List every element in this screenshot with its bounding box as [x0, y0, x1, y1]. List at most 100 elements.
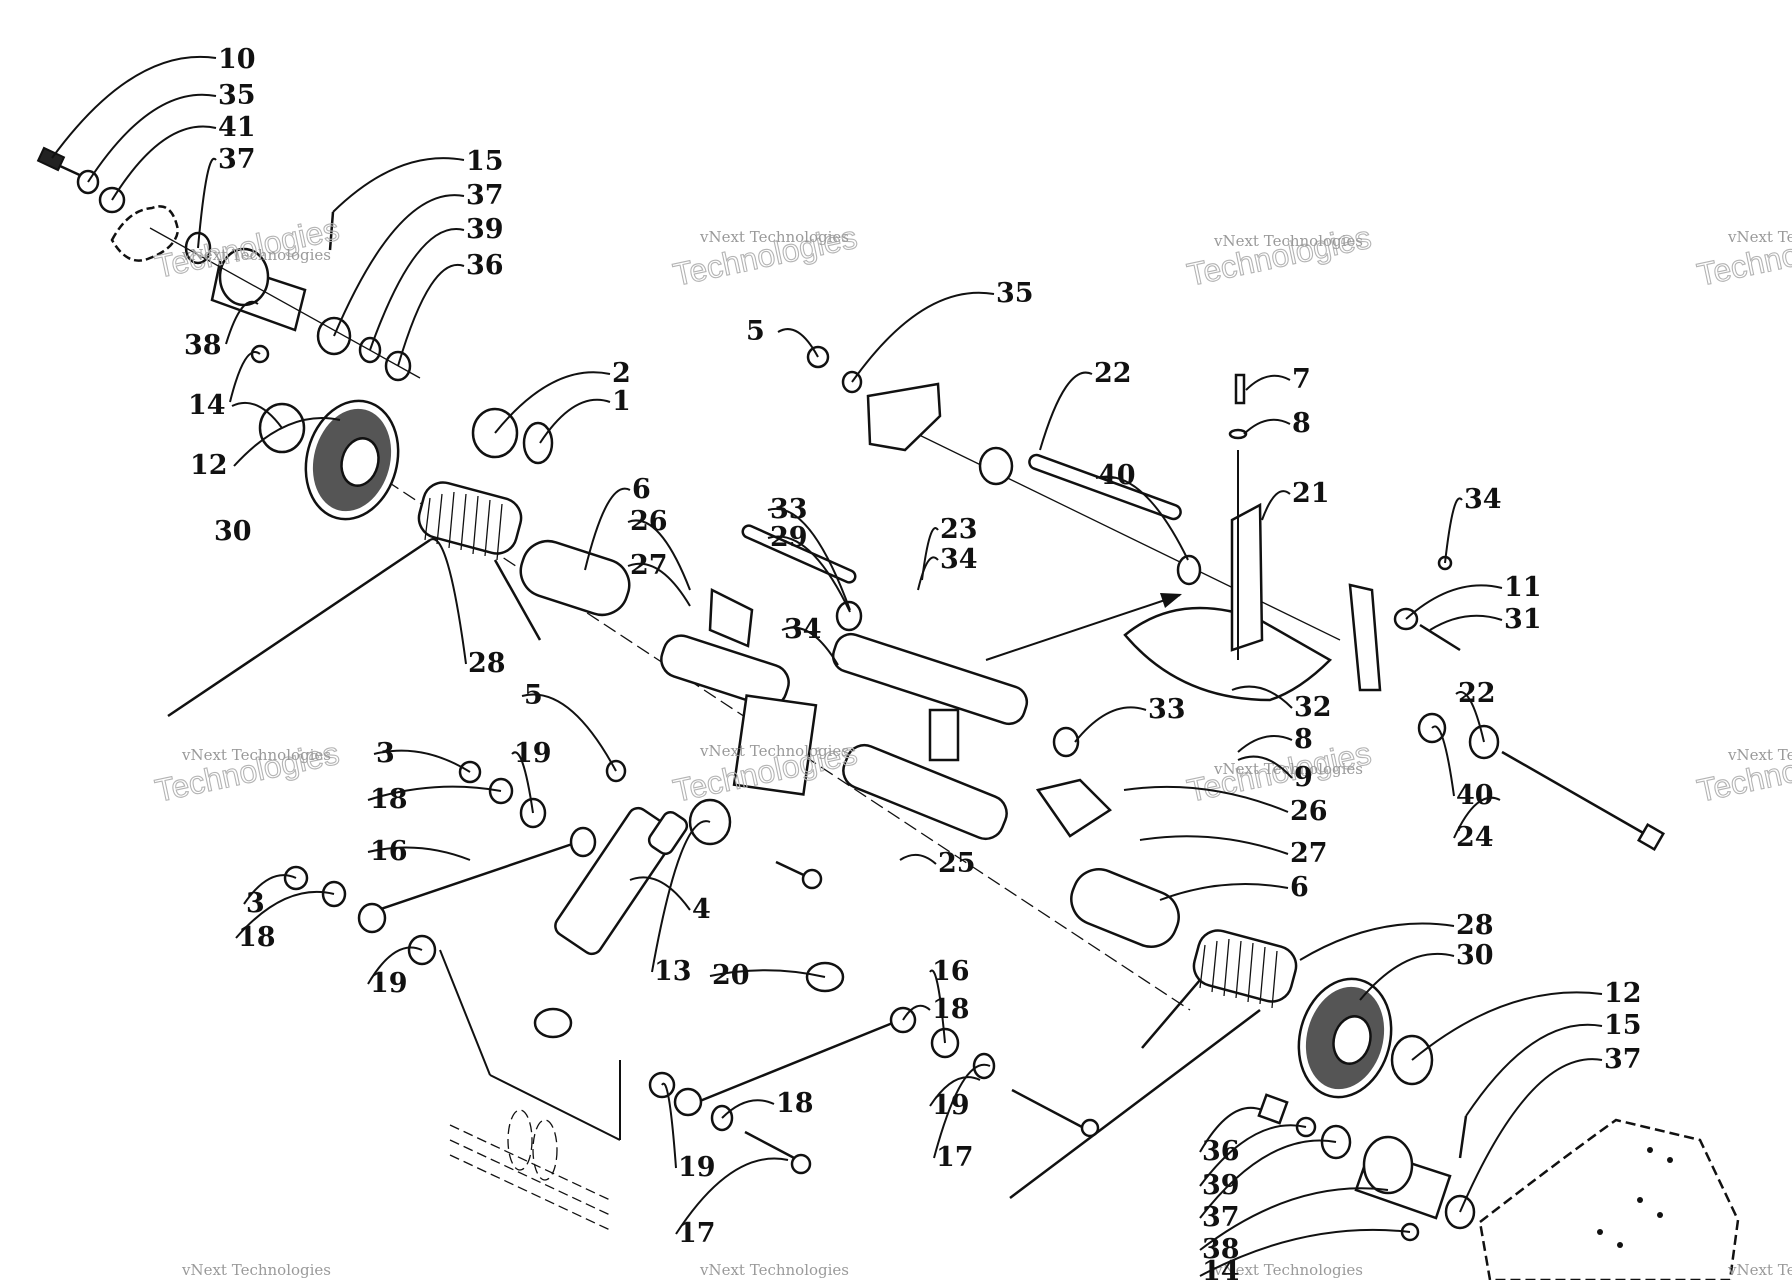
- leader-line: [494, 371, 611, 434]
- callout-label: 34: [940, 544, 978, 575]
- callout-label: 40: [1456, 780, 1494, 811]
- callout-label: 2: [612, 358, 631, 389]
- callout-label: 23: [940, 514, 978, 545]
- leader-line: [1199, 1187, 1389, 1251]
- leader-line: [1199, 1124, 1307, 1187]
- leader-line: [1074, 706, 1147, 743]
- watermark-text: vNext Technologies: [1727, 228, 1792, 246]
- callout-label: 9: [1294, 762, 1313, 793]
- watermark-text: vNext Technologies: [181, 246, 331, 264]
- leader-line: [1431, 725, 1455, 797]
- callout-label: 16: [370, 836, 408, 867]
- leader-line: [777, 328, 819, 358]
- leader-line: [1199, 1228, 1411, 1277]
- leader-line: [332, 157, 465, 213]
- callout-label: 28: [468, 648, 506, 679]
- callout-label: 16: [932, 956, 970, 987]
- watermark-text: vNext Technologies: [699, 228, 849, 246]
- leader-line: [51, 55, 217, 159]
- callout-label: 34: [1464, 484, 1502, 515]
- leader-line: [367, 846, 471, 861]
- callout-label: 12: [190, 450, 228, 481]
- watermark-text: vNext Technologies: [699, 742, 849, 760]
- leader-line: [197, 157, 217, 249]
- callout-label: 38: [184, 330, 222, 361]
- leader-line: [1465, 1023, 1603, 1117]
- leader-line: [539, 398, 611, 444]
- leader-line: [917, 556, 939, 591]
- watermark-text: vNext Technologies: [181, 746, 331, 764]
- callout-label: 26: [630, 506, 668, 537]
- callout-label: 7: [1292, 364, 1311, 395]
- leader-line: [225, 300, 259, 345]
- leader-line: [851, 291, 995, 383]
- leader-line: [933, 1063, 991, 1159]
- right-idler-wheel: [1297, 977, 1434, 1099]
- leader-line: [1453, 796, 1501, 839]
- callout-label: 18: [238, 922, 276, 953]
- watermark-text: vNext Technologies: [699, 1261, 849, 1279]
- callout-label: 22: [1094, 358, 1132, 389]
- leader-line: [899, 853, 937, 865]
- callout-label: 35: [218, 80, 256, 111]
- callout-label: 30: [1456, 940, 1494, 971]
- leader-line: [1039, 371, 1093, 451]
- callout-label: 38: [1202, 1234, 1240, 1265]
- leader-line: [231, 401, 283, 429]
- callout-label: 31: [1504, 604, 1542, 635]
- callout-label: 3: [246, 888, 265, 919]
- callout-label: 39: [1202, 1170, 1240, 1201]
- leader-line: [1139, 835, 1289, 855]
- frame-fragment: [449, 1109, 611, 1231]
- callout-label: 5: [746, 316, 765, 347]
- leader-line: [1299, 922, 1455, 961]
- leader-line: [1405, 584, 1503, 620]
- callout-label: 5: [524, 680, 543, 711]
- leader-line: [397, 263, 465, 367]
- callout-label: 3: [376, 738, 395, 769]
- left-torsion-spring: [417, 481, 542, 641]
- leader-line: [1231, 685, 1293, 709]
- callout-label: 4: [692, 894, 711, 925]
- leader-line: [1243, 418, 1291, 435]
- callout-label: 18: [370, 784, 408, 815]
- lower-left-links: [283, 759, 823, 1141]
- leader-line: [584, 487, 631, 571]
- leader-line: [1359, 952, 1455, 1001]
- callout-label: 12: [1604, 978, 1642, 1009]
- leader-line: [367, 785, 502, 801]
- leader-line: [243, 874, 297, 905]
- callout-label: 22: [1458, 678, 1496, 709]
- callout-label: 28: [1456, 910, 1494, 941]
- callout-label: 1: [612, 386, 631, 417]
- callout-label: 40: [1098, 460, 1136, 491]
- leader-lines: [51, 55, 1603, 1277]
- leader-line: [1444, 497, 1463, 564]
- leader-line: [373, 749, 471, 773]
- callout-label: 37: [218, 144, 256, 175]
- callout-label: 34: [784, 614, 822, 645]
- callout-label: 36: [466, 250, 504, 281]
- callout-label: 6: [1290, 872, 1309, 903]
- callout-label: 11: [1504, 572, 1542, 603]
- leader-line: [1237, 755, 1293, 779]
- callout-label: 8: [1294, 724, 1313, 755]
- parts-drawing: [36, 146, 1740, 1280]
- callout-label: 26: [1290, 796, 1328, 827]
- leader-line: [333, 194, 465, 337]
- leader-line: [1095, 475, 1189, 561]
- callout-label: 13: [654, 956, 692, 987]
- leader-line: [661, 1082, 677, 1169]
- callout-label: 30: [214, 516, 252, 547]
- upper-left-arm-parts: [36, 146, 421, 382]
- center-axle-assembly: [519, 524, 1180, 948]
- leader-line: [709, 969, 826, 978]
- leader-line: [521, 693, 617, 772]
- right-torsion-spring: [1009, 929, 1298, 1199]
- callout-label: 19: [514, 738, 552, 769]
- callout-label: 35: [996, 278, 1034, 309]
- shock-absorber: [533, 806, 689, 1039]
- callout-label: 37: [1604, 1044, 1642, 1075]
- leader-line: [627, 519, 691, 591]
